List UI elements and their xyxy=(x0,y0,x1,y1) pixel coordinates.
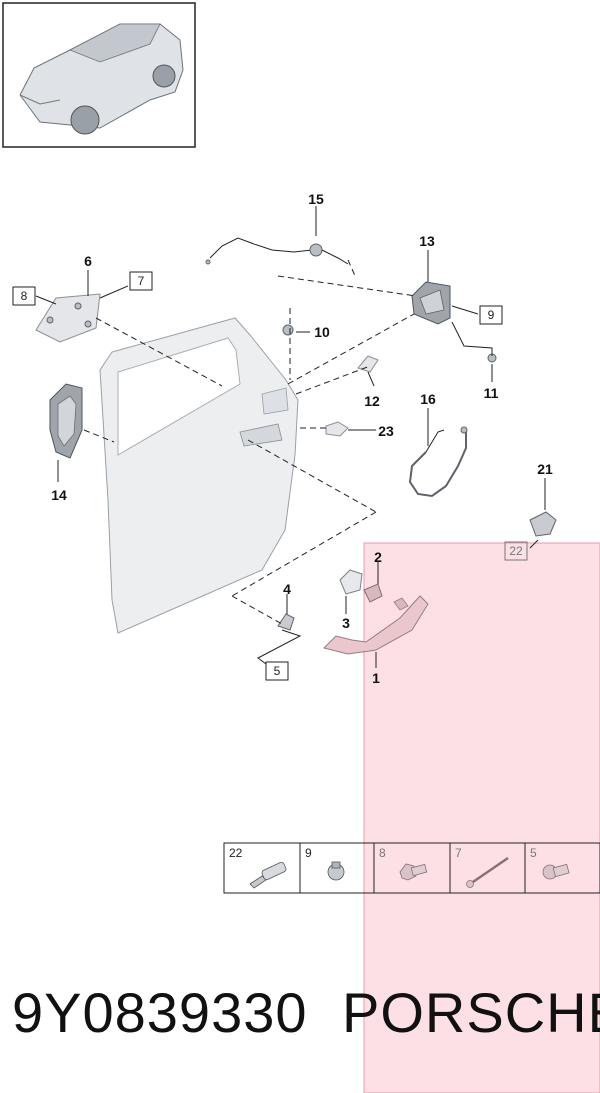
part-13-lock xyxy=(411,281,451,325)
car-thumbnail xyxy=(2,2,196,148)
part-23-trim xyxy=(325,421,349,437)
brand-name: PORSCHE xyxy=(342,981,600,1044)
callout-2: 2 xyxy=(374,549,382,565)
callout-13: 13 xyxy=(419,233,435,249)
fastener-cell-22: 22 xyxy=(229,846,287,889)
callout-12: 12 xyxy=(364,393,380,409)
callout-14: 14 xyxy=(51,487,67,503)
callout-4: 4 xyxy=(283,581,291,597)
svg-text:5: 5 xyxy=(530,846,537,860)
svg-text:9: 9 xyxy=(488,308,495,322)
fastener-cell-7: 7 xyxy=(455,846,509,888)
svg-text:5: 5 xyxy=(274,664,281,678)
clip-icon xyxy=(327,861,345,881)
part-2-cap xyxy=(363,583,383,603)
callout-10: 10 xyxy=(314,324,330,340)
part-1-door-handle xyxy=(323,595,429,655)
fastener-table: 22 9 8 7 xyxy=(223,842,600,894)
callout-23: 23 xyxy=(378,423,394,439)
part-number: 9Y0839330 xyxy=(12,981,308,1044)
rivet-icon xyxy=(249,861,287,889)
boxed-callout-8: 8 xyxy=(12,286,36,306)
part-16-cable xyxy=(408,426,468,498)
callout-15: 15 xyxy=(308,191,324,207)
fastener-cell-5: 5 xyxy=(530,846,570,880)
rear-door-shell xyxy=(99,317,299,634)
callout-16: 16 xyxy=(420,391,436,407)
part-12-trim xyxy=(357,355,379,373)
part-14-panel xyxy=(49,383,83,459)
svg-text:7: 7 xyxy=(455,846,462,860)
part-10-plug xyxy=(282,324,294,336)
fastener-cell-9: 9 xyxy=(305,846,345,881)
leader-lines xyxy=(35,206,546,668)
callout-6: 6 xyxy=(84,253,92,269)
flange-bolt-icon xyxy=(542,863,570,880)
callout-21: 21 xyxy=(537,461,553,477)
svg-text:8: 8 xyxy=(21,289,28,303)
callout-1: 1 xyxy=(372,670,380,686)
part-6-frame xyxy=(35,293,101,343)
long-screw-icon xyxy=(466,856,509,888)
boxed-callout-9: 9 xyxy=(479,305,503,325)
dashed-lines xyxy=(83,259,417,625)
part-4-bracket xyxy=(277,613,295,631)
svg-text:8: 8 xyxy=(379,846,386,860)
part-15-cable xyxy=(205,237,349,265)
fastener-cell-8: 8 xyxy=(379,846,428,881)
callout-11: 11 xyxy=(484,385,499,401)
boxed-callout-5: 5 xyxy=(265,661,289,681)
svg-text:7: 7 xyxy=(138,274,145,288)
boxed-callout-22: 22 xyxy=(504,541,528,561)
part-3-bezel xyxy=(339,569,363,595)
hex-bolt-icon xyxy=(399,863,428,881)
svg-text:22: 22 xyxy=(229,846,243,860)
boxed-callout-7: 7 xyxy=(129,271,153,291)
part-21-striker xyxy=(529,511,557,537)
svg-text:9: 9 xyxy=(305,846,312,860)
callout-3: 3 xyxy=(342,615,350,631)
svg-text:22: 22 xyxy=(509,544,523,558)
